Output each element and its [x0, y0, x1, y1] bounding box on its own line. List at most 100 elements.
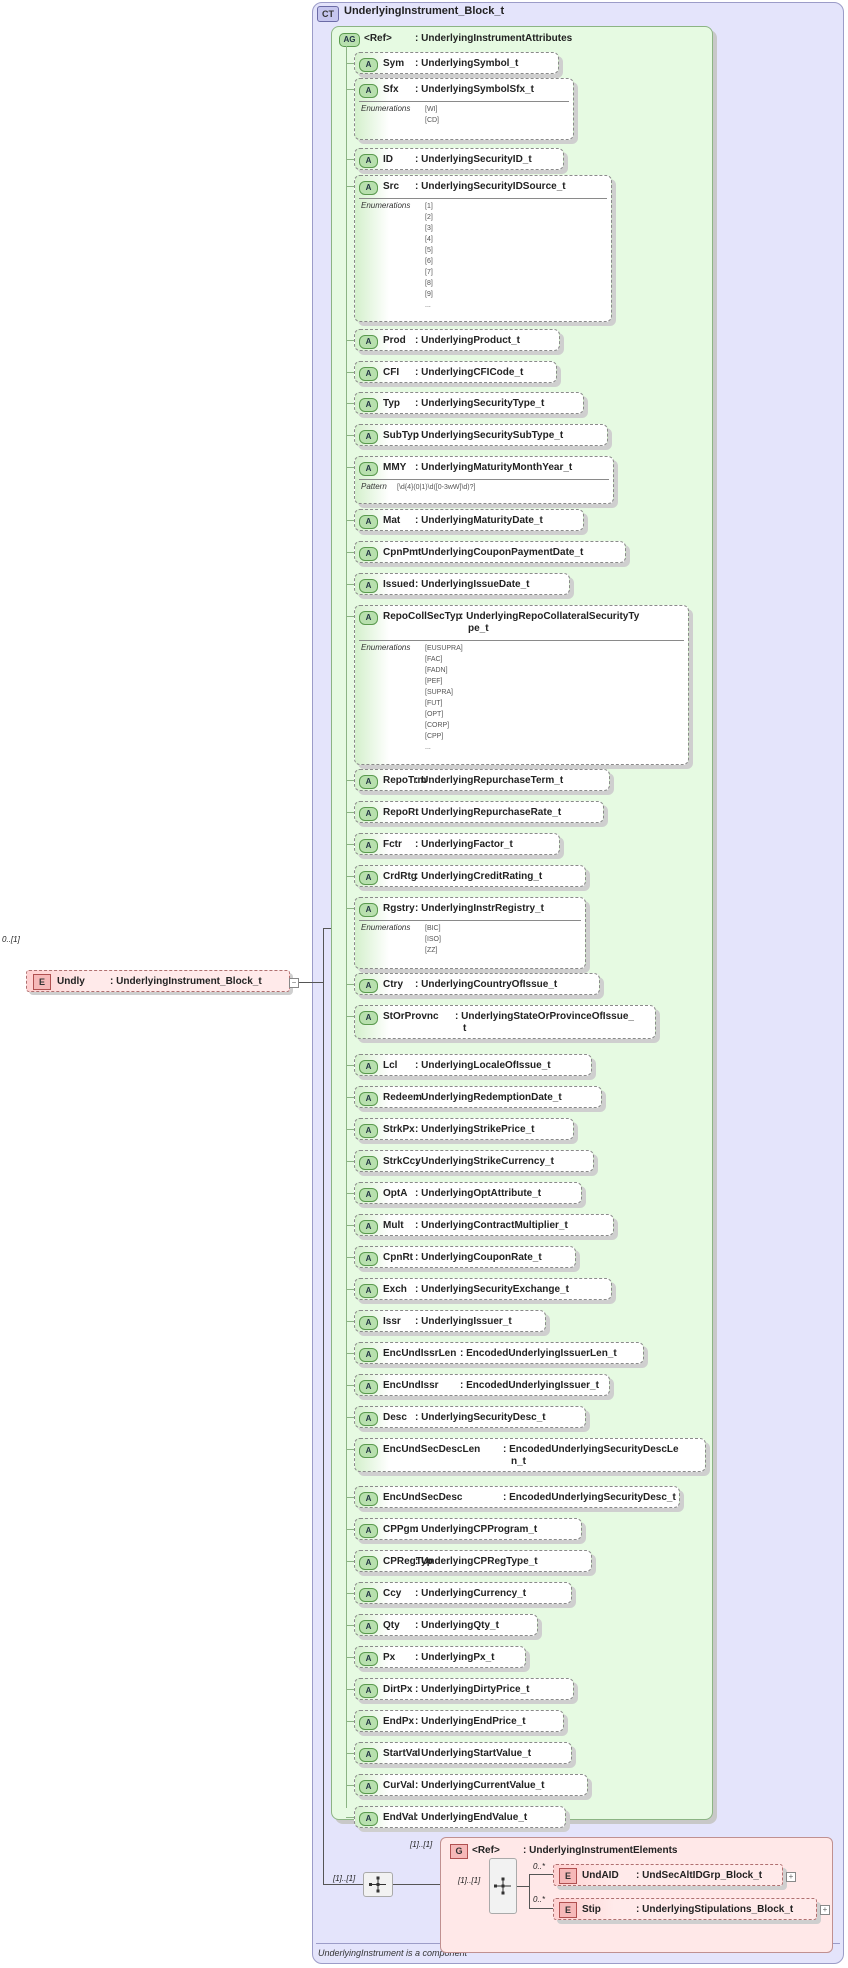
- attribute-type-text: : UnderlyingSecurityExchange_t: [415, 1284, 569, 1295]
- attribute-name: Src: [383, 181, 400, 192]
- attribute-type-text: : UnderlyingQty_t: [415, 1620, 499, 1631]
- attribute-type: : UnderlyingPx_t: [415, 1652, 494, 1664]
- attribute-badge: A: [359, 1748, 378, 1762]
- enumeration-value: ...: [425, 302, 431, 309]
- attribute-name: Prod: [383, 335, 406, 346]
- attribute-type-text: : EncodedUnderlyingIssuer_t: [460, 1380, 599, 1391]
- attribute-type-continuation: t: [463, 1023, 467, 1034]
- attribute-badge: A: [359, 1220, 378, 1234]
- attribute-type-continuation: n_t: [511, 1456, 526, 1467]
- plus-expand-icon[interactable]: +: [786, 1872, 796, 1882]
- plus-expand-icon[interactable]: +: [820, 1905, 830, 1915]
- root-element-type: : UnderlyingInstrument_Block_t: [110, 976, 262, 987]
- enumerations-label: Enumerations: [361, 643, 411, 652]
- attribute-type-text: : UnderlyingProduct_t: [415, 335, 521, 346]
- attribute-type-text: : UnderlyingStrikeCurrency_t: [415, 1156, 554, 1167]
- attribute-badge: A: [359, 903, 378, 917]
- attribute-name: Typ: [383, 398, 401, 409]
- attribute-type: : UnderlyingSecurityIDSource_t: [415, 181, 566, 193]
- sequence-compositor-icon[interactable]: [363, 1872, 393, 1897]
- attribute-badge: A: [359, 1188, 378, 1202]
- attribute-type-text: : UnderlyingCPRegType_t: [415, 1556, 538, 1567]
- attribute-type: : UnderlyingStrikeCurrency_t: [415, 1156, 554, 1168]
- enumeration-value: [2]: [425, 214, 433, 221]
- attribute-badge: A: [359, 1156, 378, 1170]
- attribute-name: Redeem: [383, 1092, 422, 1103]
- enumeration-value: [FADN]: [425, 667, 448, 674]
- attribute-badge: A: [359, 1716, 378, 1730]
- root-element-undly[interactable]: E Undly : UnderlyingInstrument_Block_t: [26, 970, 290, 992]
- attribute-name: StrkPx: [383, 1124, 415, 1135]
- sequence-compositor-icon[interactable]: [489, 1858, 517, 1914]
- attribute-group-badge: AG: [339, 33, 360, 47]
- enumerations-label: Enumerations: [361, 923, 411, 932]
- attribute-name: OptA: [383, 1188, 408, 1199]
- attribute-group-type: : UnderlyingInstrumentAttributes: [415, 33, 573, 44]
- element-undaid-type: : UndSecAltIDGrp_Block_t: [636, 1870, 763, 1881]
- attribute-badge: A: [359, 547, 378, 561]
- enumeration-values: [1][2][3][4][5][6][7][8][9]...: [425, 201, 433, 311]
- attribute-name: Qty: [383, 1620, 400, 1631]
- attribute-name: CFI: [383, 367, 400, 378]
- attribute-name: EncUndSecDesc: [383, 1492, 463, 1503]
- element-undaid[interactable]: E UndAID : UndSecAltIDGrp_Block_t: [553, 1864, 783, 1886]
- attribute-type: : UnderlyingSymbol_t: [415, 58, 518, 70]
- attribute-type: : UnderlyingInstrRegistry_t: [415, 903, 544, 915]
- attribute-type: : UnderlyingCouponPaymentDate_t: [415, 547, 583, 559]
- enumeration-value: [CD]: [425, 117, 439, 124]
- element-undaid-name: UndAID: [582, 1870, 619, 1881]
- element-stip[interactable]: E Stip : UnderlyingStipulations_Block_t: [553, 1898, 817, 1920]
- attribute-type: : EncodedUnderlyingIssuerLen_t: [460, 1348, 617, 1360]
- attribute-name: EndPx: [383, 1716, 415, 1727]
- attribute-type-text: : UnderlyingInstrRegistry_t: [415, 903, 544, 914]
- attribute-name: EncUndIssrLen: [383, 1348, 457, 1359]
- attribute-name: RepoTrm: [383, 775, 427, 786]
- attribute-type: : UnderlyingSecurityID_t: [415, 154, 532, 166]
- plus-expand-icon[interactable]: −: [289, 978, 299, 988]
